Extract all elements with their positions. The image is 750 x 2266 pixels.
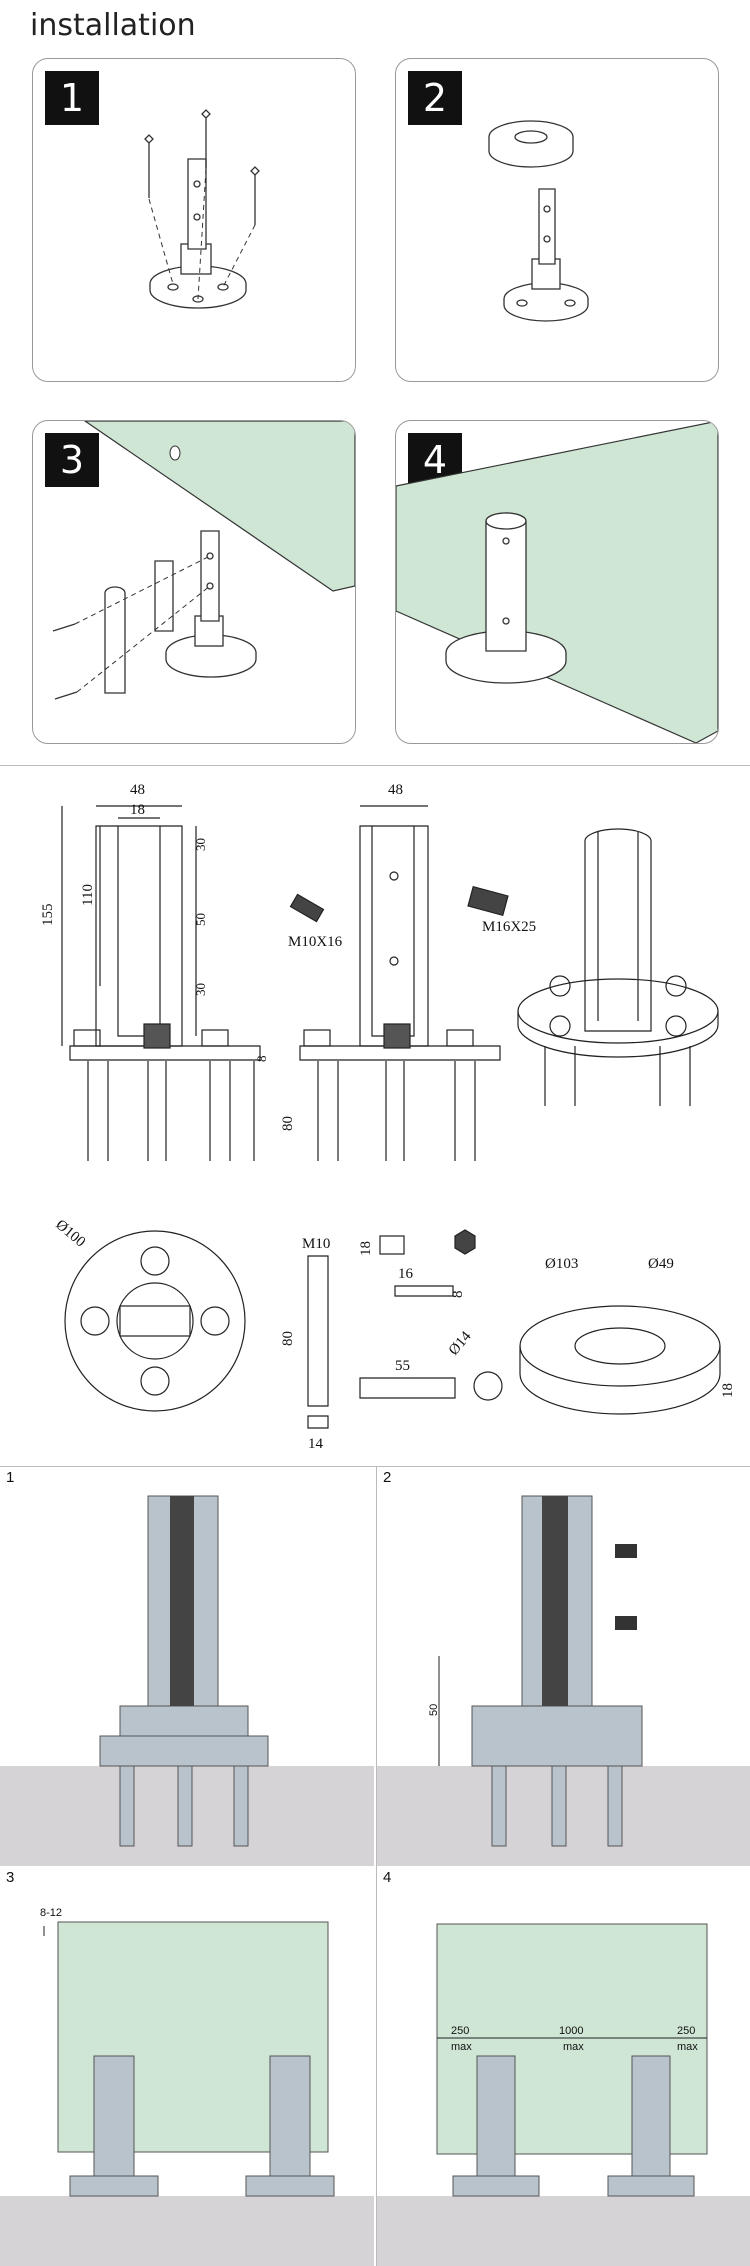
step-2-illustration: [488, 120, 589, 322]
detail-panel-4: 4 250 max 1000 max 250 max: [376, 1866, 750, 2266]
height-label-50: 50: [428, 1704, 440, 1716]
step-number: 1: [45, 71, 99, 125]
dim-height-155: 155: [40, 904, 56, 927]
step-number: 3: [45, 433, 99, 487]
edge-left-label: 250: [451, 2025, 469, 2037]
dim-seg-30-top: 30: [193, 838, 208, 851]
dim-seg-50: 50: [193, 913, 208, 926]
panel-1-illustration: [0, 1495, 374, 1866]
span-label: 1000: [559, 2025, 583, 2037]
dim-height-110: 110: [80, 884, 96, 906]
dim-anchor-80: 80: [280, 1116, 296, 1131]
step-card-1: 1: [32, 58, 356, 382]
span-sub: max: [563, 2041, 584, 2053]
edge-right-label: 250: [677, 2025, 695, 2037]
panel-number: 4: [383, 1869, 392, 1886]
sleeve-length-55: 55: [395, 1358, 410, 1374]
dim-base-8: 8: [254, 1056, 269, 1063]
dim-width-48-side: 48: [388, 782, 403, 798]
bolt-m10: M10: [302, 1236, 330, 1252]
ring-height-18: 18: [720, 1383, 736, 1398]
panel-3-illustration: 8-12: [0, 1907, 374, 2266]
panel-number: 3: [6, 1869, 15, 1886]
ring-dia-49: Ø49: [648, 1256, 674, 1272]
gap-label: 8-12: [40, 1907, 62, 1919]
bolt-width-14: 14: [308, 1436, 324, 1452]
technical-drawing: 48 18 155 110 30 50 30 8 80 48 M10X16 M1…: [0, 765, 750, 1467]
ring-dia-103: Ø103: [545, 1256, 578, 1272]
screw-label-m10x16: M10X16: [288, 934, 343, 950]
edge-left-sub: max: [451, 2041, 472, 2053]
panel-number: 1: [6, 1469, 15, 1486]
step-card-4: 4: [395, 420, 719, 744]
screw-label-m16x25: M16X25: [482, 919, 536, 935]
dim-seg-30-bottom: 30: [193, 983, 208, 996]
detail-panel-2: 2 50: [376, 1466, 750, 1866]
dim-dia-100: Ø100: [52, 1217, 88, 1251]
panel-2-illustration: 50: [377, 1495, 750, 1866]
dim-width-18: 18: [130, 802, 145, 818]
detail-panel-3: 3 8-12: [0, 1866, 374, 2266]
nut-depth-8: 8: [450, 1291, 466, 1299]
step-1-illustration: [144, 109, 260, 309]
nut-width-16: 16: [398, 1266, 414, 1282]
step-card-2: 2: [395, 58, 719, 382]
dim-width-48: 48: [130, 782, 145, 798]
nut-height-18: 18: [358, 1241, 374, 1256]
step-3-illustration: [52, 421, 355, 700]
sleeve-dia-14: Ø14: [446, 1328, 475, 1358]
panel-4-illustration: 250 max 1000 max 250 max: [377, 1923, 750, 2266]
edge-right-sub: max: [677, 2041, 698, 2053]
tech-drawing-svg: 48 18 155 110 30 50 30 8 80 48 M10X16 M1…: [40, 782, 736, 1452]
step-4-illustration: [396, 421, 718, 743]
bolt-length-80: 80: [280, 1331, 296, 1346]
page-title: installation: [30, 8, 196, 43]
panel-number: 2: [383, 1469, 392, 1486]
step-card-3: 3: [32, 420, 356, 744]
detail-panel-1: 1: [0, 1466, 374, 1866]
step-number: 2: [408, 71, 462, 125]
